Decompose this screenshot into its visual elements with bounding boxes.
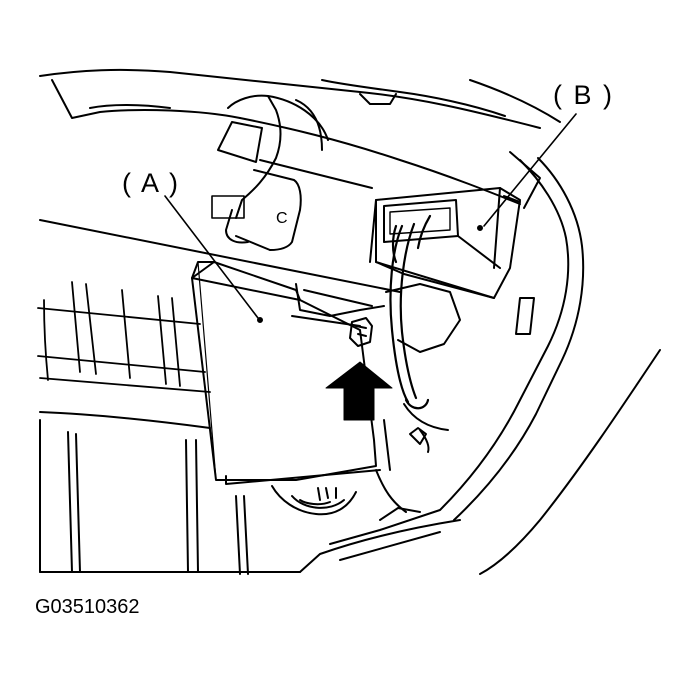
direction-arrow — [325, 361, 393, 421]
callout-a-label: ( A ) — [122, 168, 181, 198]
bracket-c-label: C — [276, 210, 288, 227]
figure-id: G03510362 — [35, 596, 140, 618]
leader-a — [164, 195, 259, 319]
module-b — [369, 151, 541, 299]
vent-grille — [37, 281, 211, 393]
duct-clamp: C — [211, 94, 373, 251]
glove-box-frame — [39, 411, 301, 575]
dash-lower-edge — [39, 219, 401, 293]
leader-b — [483, 113, 577, 227]
wiring-harness — [389, 214, 432, 410]
module-a — [191, 261, 381, 485]
upper-dash-panel — [39, 68, 561, 205]
side-trim — [299, 157, 661, 575]
callout-leaders — [164, 113, 577, 319]
module-a-connector — [271, 485, 357, 516]
callout-b-label: ( B ) — [553, 80, 614, 110]
mounting-bracket — [291, 283, 461, 353]
